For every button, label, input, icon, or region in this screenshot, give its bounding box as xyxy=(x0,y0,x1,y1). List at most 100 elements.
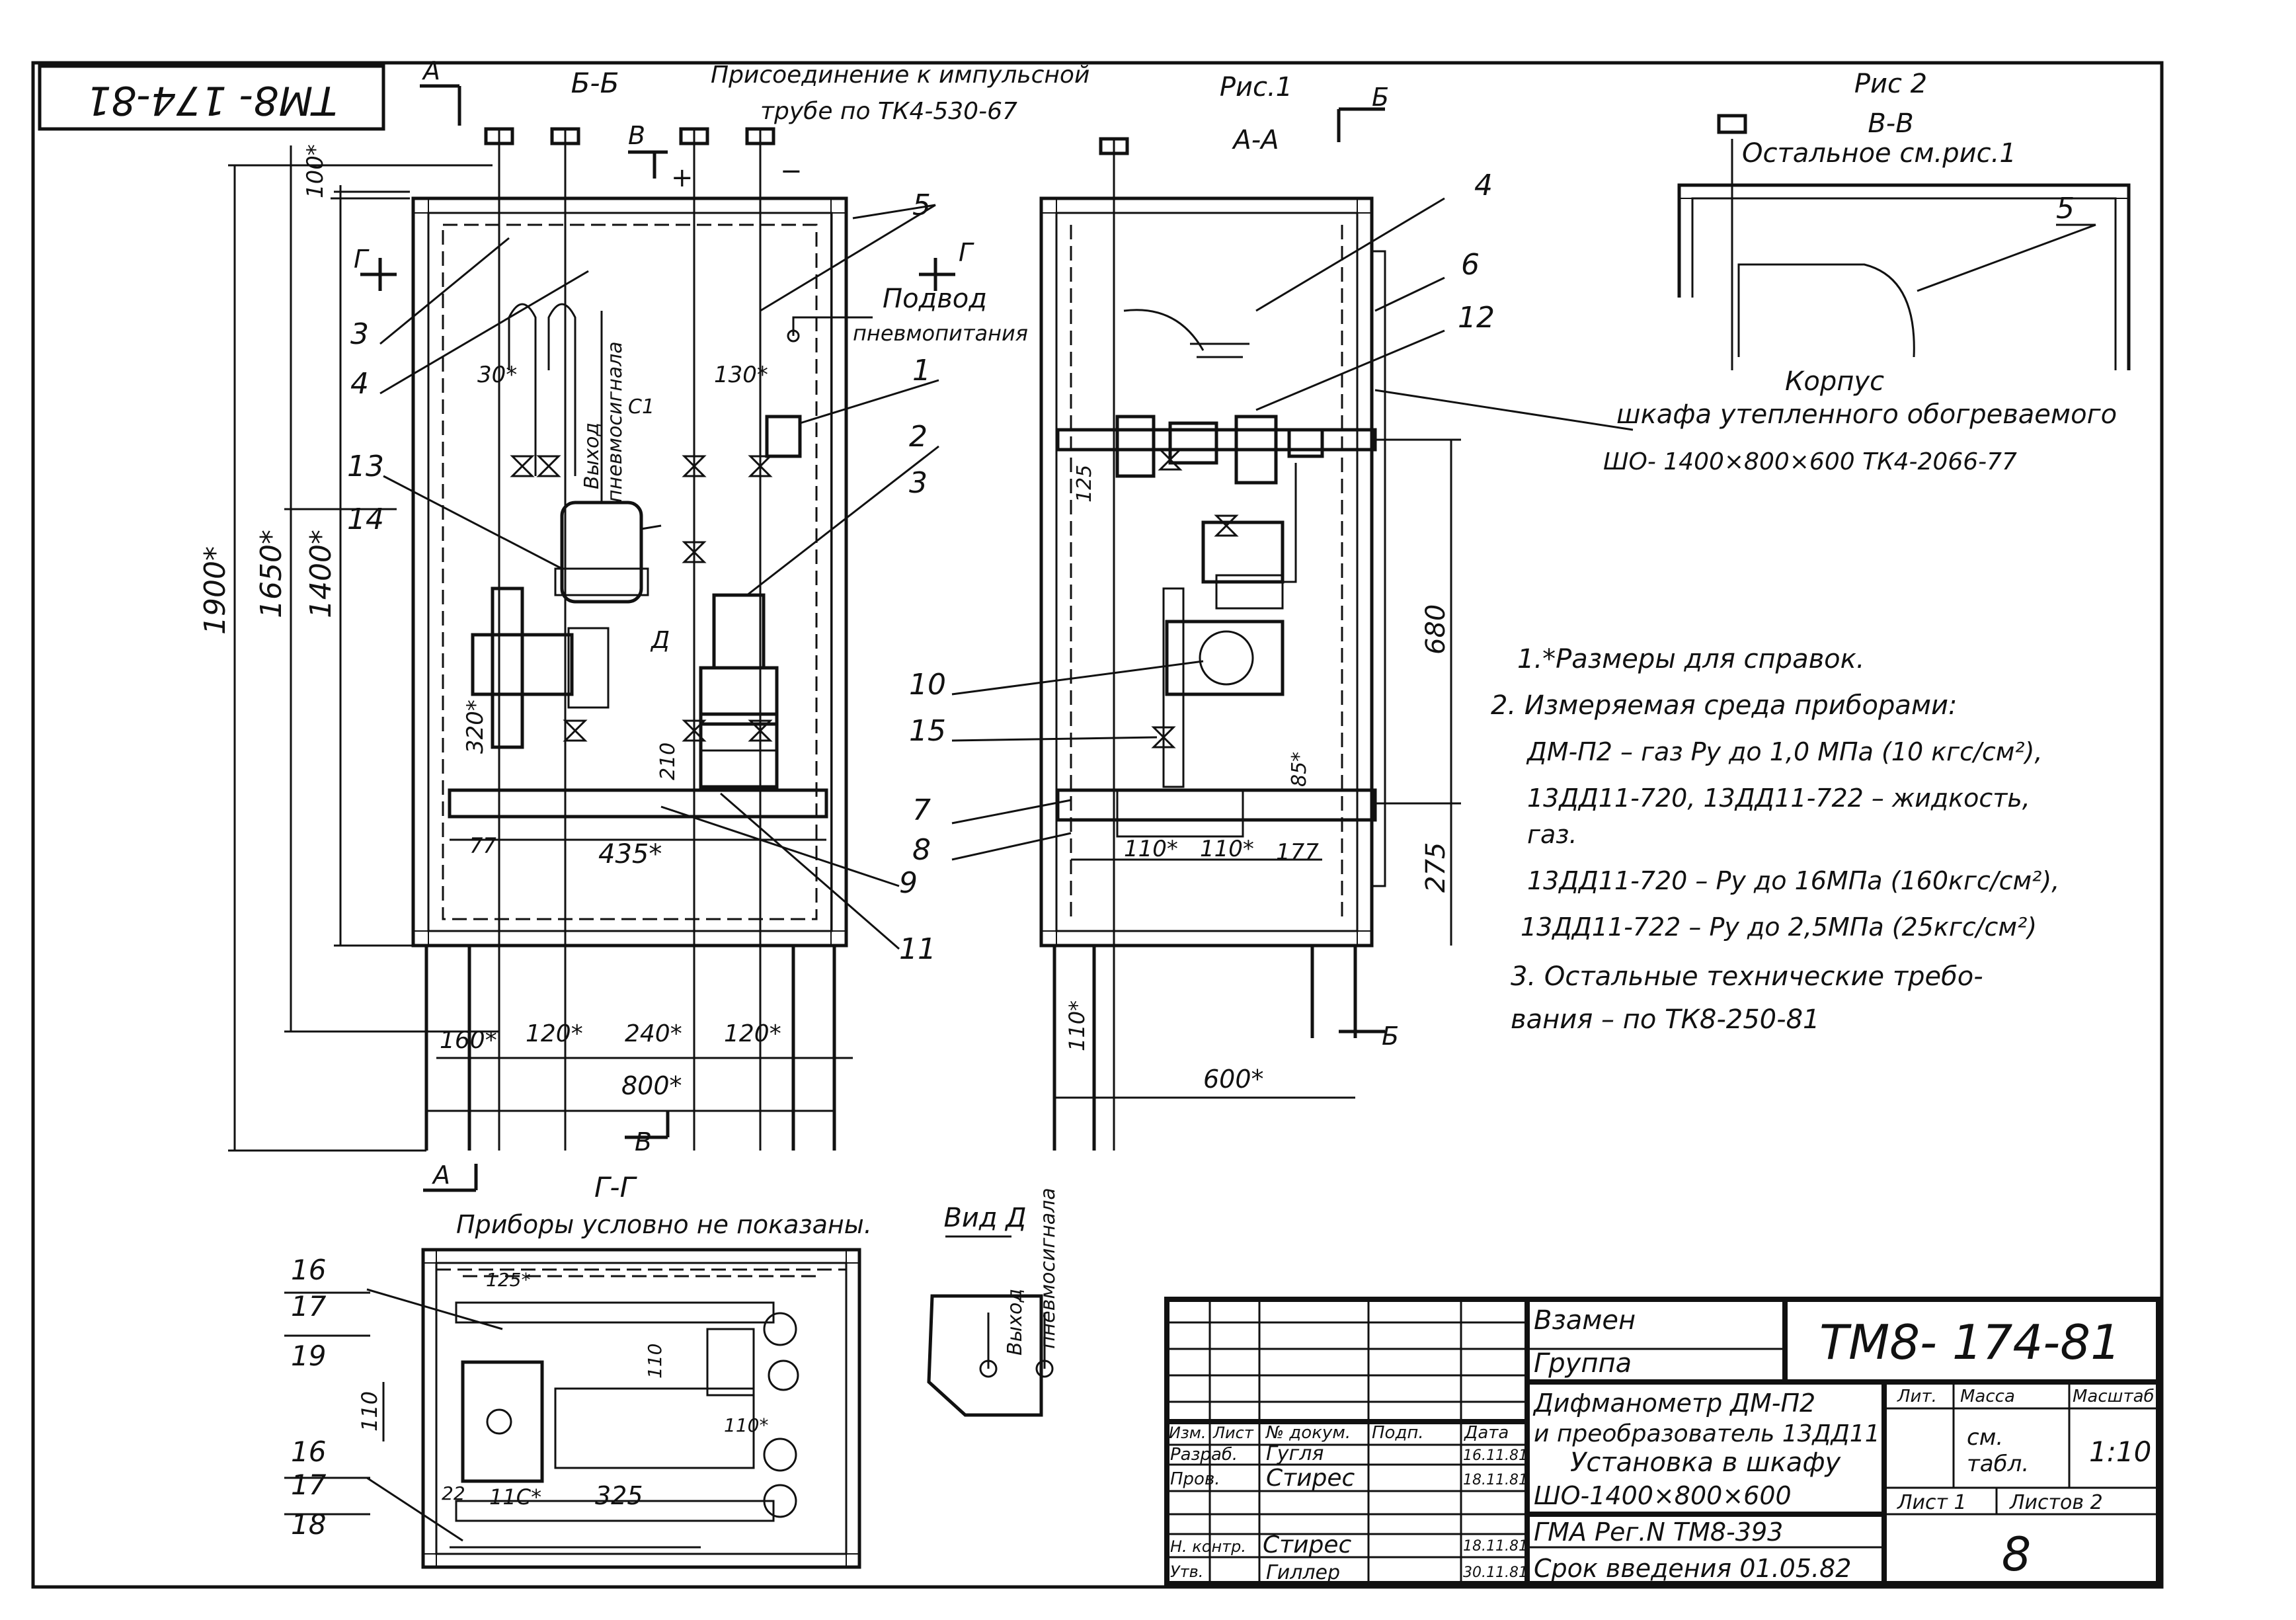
dim-g110c: 11С* xyxy=(489,1484,541,1510)
callout-2: 2 xyxy=(909,420,928,454)
dim-1650: 1650* xyxy=(255,530,288,618)
dim-240: 240* xyxy=(625,1020,682,1047)
callout-4a: 4 xyxy=(350,367,369,401)
tb-sheet: Лист 1 xyxy=(1897,1491,1967,1514)
case-line-3: ШО- 1400×800×600 ТК4-2066-77 xyxy=(1603,448,2017,475)
rest-see-fig1: Остальное см.рис.1 xyxy=(1742,138,2016,169)
callout-3a: 3 xyxy=(350,317,369,351)
callout-1: 1 xyxy=(912,354,931,387)
tb-utv-name: Гиллер xyxy=(1266,1561,1340,1584)
title-block-text: Взамен Группа ТМ8- 174-81 Дифманометр ДМ… xyxy=(1169,1305,2155,1584)
tb-razrab-name: Гугля xyxy=(1266,1442,1324,1465)
tb-group: Группа xyxy=(1534,1348,1632,1379)
tb-prov-name: Стирес xyxy=(1266,1465,1355,1492)
cut-v-bottom: В xyxy=(635,1127,652,1156)
callout-3b: 3 xyxy=(909,466,928,500)
dim-85: 85* xyxy=(1288,752,1311,787)
figure1-title: Рис.1 xyxy=(1220,72,1292,102)
section-aa-title: А-А xyxy=(1231,125,1279,155)
tb-row-prov: Пров. xyxy=(1170,1469,1220,1489)
pneumo-supply-2: пневмопитания xyxy=(853,321,1028,346)
dim-120a: 120* xyxy=(526,1020,583,1047)
drawing-annotations: Присоединение к импульсной трубе по ТК4-… xyxy=(456,61,2117,1356)
callout-4b: 4 xyxy=(1474,169,1493,202)
title-block xyxy=(1164,1297,2161,1586)
tb-col-sign: Подп. xyxy=(1372,1423,1424,1443)
section-gg xyxy=(366,1248,861,1569)
tb-col-date: Дата xyxy=(1464,1423,1509,1443)
tb-sheet-number: 8 xyxy=(2002,1527,2032,1582)
tb-replaces: Взамен xyxy=(1534,1305,1636,1336)
tb-sheets: Листов 2 xyxy=(2009,1491,2103,1514)
tb-row-razrab: Разраб. xyxy=(1170,1445,1238,1465)
dim-320: 320* xyxy=(462,700,489,754)
tb-mass-v1: см. xyxy=(1967,1424,2003,1451)
dim-g110b: 110* xyxy=(724,1414,768,1436)
tb-utv-date: 30.11.81 xyxy=(1463,1564,1528,1581)
dim-g110: 110 xyxy=(644,1344,666,1379)
callout-10: 10 xyxy=(909,668,946,702)
tb-mass-v2: табл. xyxy=(1967,1451,2029,1477)
tb-code: ТМ8- 174-81 xyxy=(1819,1315,2121,1370)
callout-17a: 17 xyxy=(291,1290,327,1322)
dim-1900: 1900* xyxy=(198,546,232,635)
tb-col-doc: № докум. xyxy=(1265,1423,1351,1443)
view-d-title: Вид Д xyxy=(943,1203,1026,1233)
c1-label: С1 xyxy=(628,395,654,419)
callout-6: 6 xyxy=(1461,248,1480,282)
cut-g-left: Г xyxy=(354,245,370,274)
dim-600: 600* xyxy=(1203,1065,1264,1094)
dim-120b: 120* xyxy=(724,1020,781,1047)
note-line: 13ДД11-722 – Ру до 2,5МПа (25кгс/см²) xyxy=(1521,912,2037,942)
view-d-out-2: пневмосигнала xyxy=(1037,1188,1060,1349)
section-bb-title: Б-Б xyxy=(571,67,619,99)
tb-reg: ГМА Рег.N ТМ8-393 xyxy=(1534,1518,1783,1547)
callout-19: 19 xyxy=(291,1340,326,1372)
rotated-doc-code: ТМ8- 174-81 xyxy=(86,77,337,123)
tb-title-1: Дифманометр ДМ-П2 xyxy=(1532,1389,1815,1418)
tb-col-list: Лист xyxy=(1212,1424,1254,1442)
tb-lit: Лит. xyxy=(1897,1387,1937,1406)
dim-275: 275 xyxy=(1421,842,1451,893)
tb-col-izm: Изм. xyxy=(1169,1424,1206,1442)
callout-8: 8 xyxy=(912,833,931,867)
note-line: 13ДД11-720 – Ру до 16МПа (160кгс/см²), xyxy=(1527,866,2059,895)
callout-18: 18 xyxy=(291,1508,326,1541)
section-vv-title: В-В xyxy=(1868,108,1913,139)
dim-160: 160* xyxy=(440,1027,497,1054)
callout-12: 12 xyxy=(1458,301,1495,335)
callout-5b: 5 xyxy=(2056,192,2075,225)
dim-800: 800* xyxy=(621,1071,682,1100)
callout-numbers: 5 1 2 3 3 4 13 14 9 11 4 6 12 5 10 15 7 … xyxy=(284,169,2075,1541)
callout-14: 14 xyxy=(347,503,384,536)
tb-scale: 1:10 xyxy=(2089,1436,2151,1468)
dim-110c: 110* xyxy=(1064,1000,1089,1051)
side-view-aa xyxy=(951,107,1634,1151)
dim-177: 177 xyxy=(1276,839,1319,866)
callout-9: 9 xyxy=(899,866,918,900)
dim-g325: 325 xyxy=(595,1481,643,1510)
callout-15: 15 xyxy=(909,714,946,748)
instruments-not-shown: Приборы условно не показаны. xyxy=(456,1210,872,1239)
dim-210: 210 xyxy=(656,743,680,780)
dim-30: 30* xyxy=(477,362,517,388)
note-line: вания – по ТК8-250-81 xyxy=(1511,1004,1819,1035)
tb-row-nkontr: Н. контр. xyxy=(1170,1537,1246,1556)
view-d-out-1: Выход xyxy=(1004,1289,1027,1356)
callout-17b: 17 xyxy=(291,1469,327,1501)
note-line: 13ДД11-720, 13ДД11-722 – жидкость, xyxy=(1527,784,2030,813)
impulse-note-1: Присоединение к импульсной xyxy=(711,61,1089,89)
case-line-2: шкафа утепленного обогреваемого xyxy=(1616,399,2117,430)
callout-11: 11 xyxy=(899,932,936,966)
tb-title-4: ШО-1400×800×600 xyxy=(1534,1481,1792,1510)
tb-nkontr-date: 18.11.81 xyxy=(1463,1538,1528,1555)
impulse-note-2: трубе по ТК4-530-67 xyxy=(760,98,1017,125)
cut-v-top: В xyxy=(628,121,645,150)
section-vv xyxy=(1677,114,2131,370)
cut-g-right: Г xyxy=(959,238,974,267)
tb-title-3: Установка в шкафу xyxy=(1570,1447,1842,1478)
pneumo-supply-1: Подвод xyxy=(883,284,987,314)
cut-a-bottom: А xyxy=(431,1160,450,1190)
dim-g125: 125* xyxy=(486,1269,530,1291)
